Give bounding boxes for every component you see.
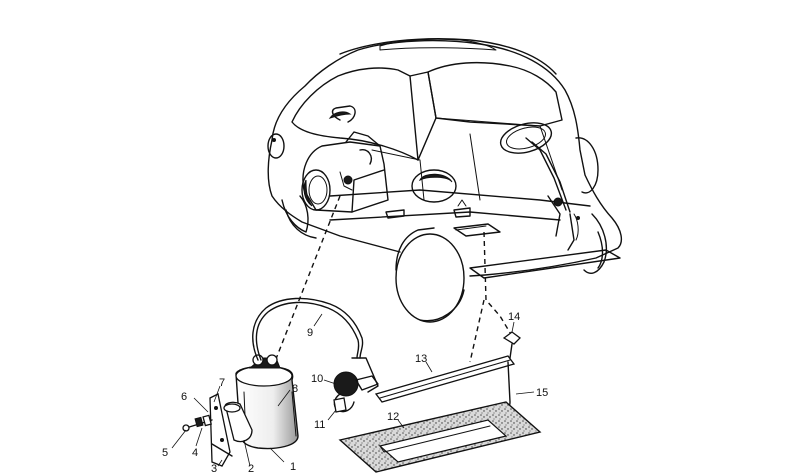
floor-cover <box>338 401 542 473</box>
spark-plug-cap <box>333 371 379 413</box>
mounting-plate <box>209 393 233 467</box>
front-wheel <box>395 227 465 323</box>
ht-lead <box>252 297 379 393</box>
leader-lines <box>171 313 535 467</box>
car-body <box>267 38 623 323</box>
screw-and-washers <box>182 414 213 432</box>
callout-9: 9 <box>307 327 313 339</box>
engine-assembly <box>301 105 389 213</box>
steering-wheel <box>499 122 580 251</box>
hook-rod <box>503 361 511 409</box>
callout-11: 11 <box>314 419 325 431</box>
callout-2: 2 <box>248 463 254 473</box>
assembly-lines <box>273 195 513 365</box>
rear-wheel <box>281 195 317 239</box>
callout-labels: 1 2 3 4 5 6 7 8 9 10 11 12 13 14 15 <box>162 311 548 473</box>
coil-bracket <box>223 401 253 443</box>
callout-10: 10 <box>311 373 323 385</box>
wing-bolt <box>502 331 521 359</box>
callout-4: 4 <box>192 447 198 459</box>
callout-15: 15 <box>536 387 548 399</box>
callout-6: 6 <box>181 391 187 403</box>
callout-5: 5 <box>162 447 168 459</box>
callout-14: 14 <box>508 311 520 323</box>
clamp-bar <box>374 355 516 403</box>
callout-1: 1 <box>290 461 296 473</box>
callout-3: 3 <box>211 463 217 473</box>
callout-12: 12 <box>387 411 399 423</box>
callout-8: 8 <box>292 383 298 395</box>
callout-13: 13 <box>415 353 427 365</box>
right-wheel <box>583 213 608 274</box>
callout-7: 7 <box>219 377 225 389</box>
